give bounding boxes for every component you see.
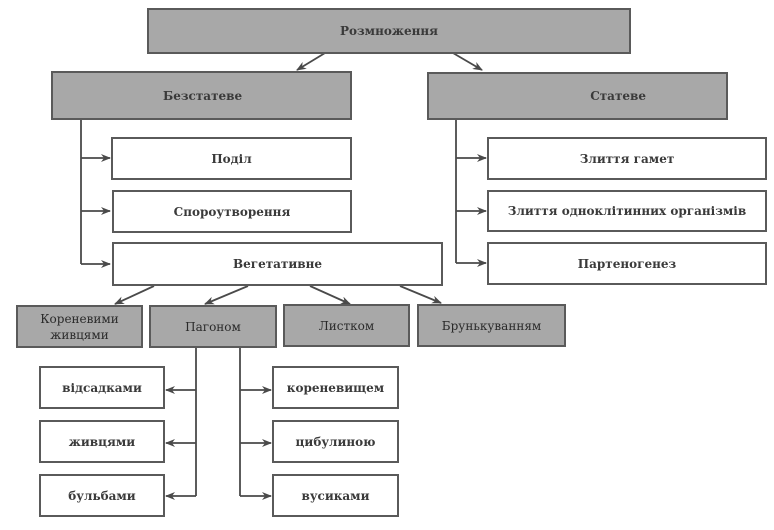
- leaf-label: Листком: [318, 318, 375, 333]
- leaf-box: Листком: [283, 304, 410, 347]
- shoot-box: Пагоном: [149, 305, 277, 348]
- unicellular-fusion-label: Злиття одноклітинних організмів: [507, 204, 747, 218]
- tubers-label: бульбами: [68, 488, 136, 503]
- reproduction-label: Розмноження: [339, 24, 439, 38]
- arrow-budding: [399, 285, 442, 304]
- shoot-label: Пагоном: [185, 319, 241, 334]
- bulb-label: цибулиною: [295, 434, 376, 449]
- bulb-box: цибулиною: [272, 420, 399, 463]
- layering-box: відсадками: [39, 366, 165, 409]
- budding-label: Брунькуванням: [441, 318, 542, 333]
- arrow-root-asexual: [296, 52, 326, 71]
- cuttings-label: живцями: [68, 434, 136, 449]
- asexual-label: Безстатеве: [163, 88, 243, 103]
- unicellular-fusion-box: Злиття одноклітинних організмів: [487, 190, 767, 232]
- runners-label: вусиками: [301, 488, 370, 503]
- rhizome-label: кореневищем: [286, 380, 385, 395]
- runners-box: вусиками: [272, 474, 399, 517]
- gamete-fusion-box: Злиття гамет: [487, 137, 767, 180]
- sporulation-label: Спороутворення: [173, 204, 291, 219]
- vegetative-label: Вегетативне: [232, 257, 323, 271]
- arrow-leaf: [309, 285, 351, 305]
- parthenogenesis-label: Партеногенез: [577, 256, 677, 271]
- arrow-root-sexual: [452, 52, 483, 71]
- asexual-box: Безстатеве: [51, 71, 352, 120]
- budding-box: Брунькуванням: [417, 304, 566, 347]
- root-cuttings-label: Кореневими живцями: [40, 311, 119, 342]
- layering-label: відсадками: [62, 380, 142, 395]
- parthenogenesis-box: Партеногенез: [487, 242, 767, 285]
- arrow-root-cuttings: [114, 285, 155, 305]
- rhizome-box: кореневищем: [272, 366, 399, 409]
- sexual-label: Статеве: [590, 89, 646, 103]
- sporulation-box: Спороутворення: [112, 190, 352, 233]
- arrow-shoot: [204, 285, 249, 305]
- cuttings-box: живцями: [39, 420, 165, 463]
- reproduction-box: Розмноження: [147, 8, 631, 54]
- gamete-fusion-label: Злиття гамет: [579, 151, 675, 166]
- root-cuttings-box: Кореневими живцями: [16, 305, 143, 348]
- vegetative-box: Вегетативне: [112, 242, 443, 286]
- tubers-box: бульбами: [39, 474, 165, 517]
- division-label: Поділ: [211, 151, 252, 166]
- division-box: Поділ: [111, 137, 352, 180]
- sexual-box: Статеве: [427, 72, 728, 120]
